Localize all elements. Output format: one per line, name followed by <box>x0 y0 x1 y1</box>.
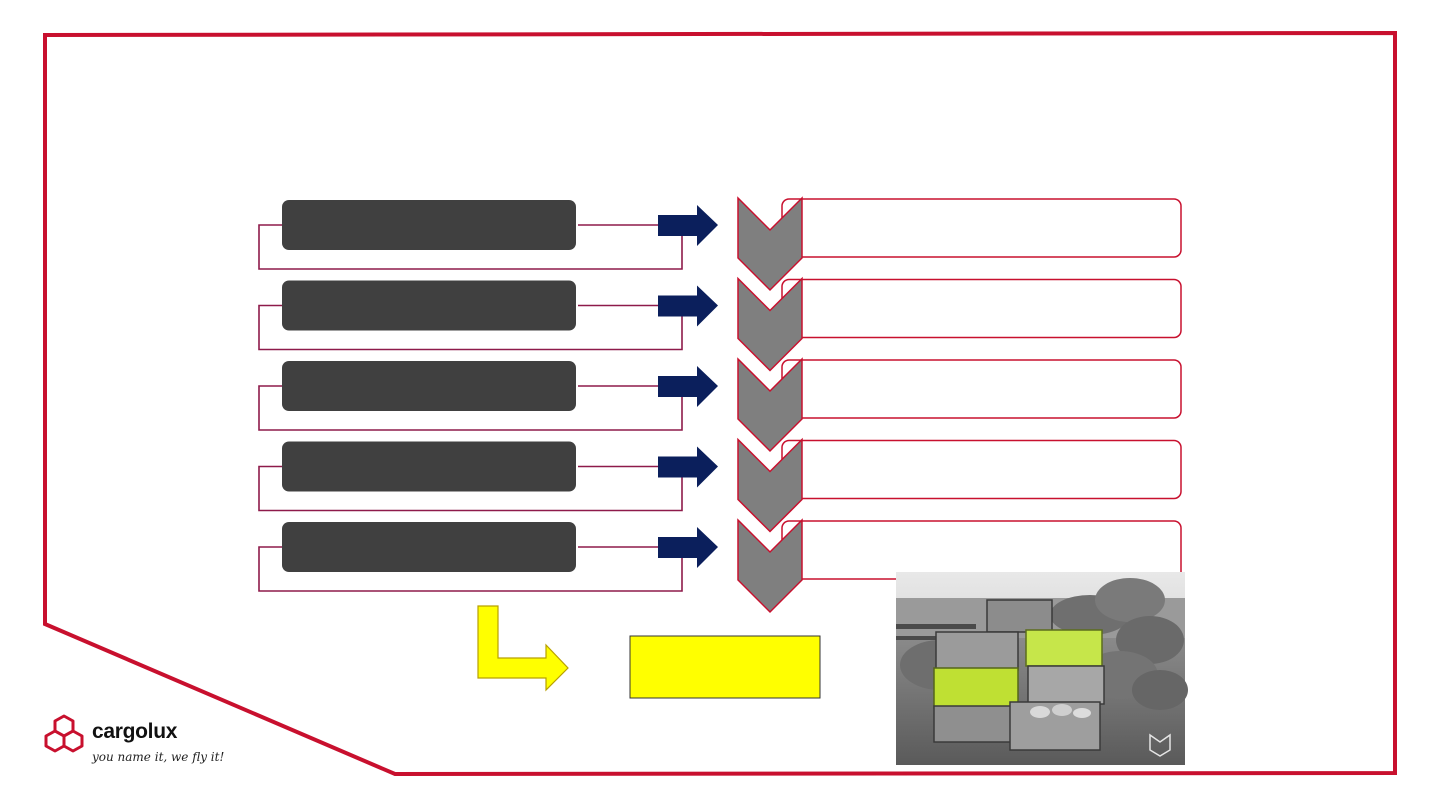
right-arrow-icon <box>658 366 718 407</box>
elbow-arrow-icon <box>477 605 569 692</box>
row-2-left-box <box>282 280 576 331</box>
cargolux-logo: cargolux you name it, we fly it! <box>42 712 242 772</box>
row-5-left-box <box>282 522 576 572</box>
crate-photo-image <box>896 572 1188 765</box>
row-3-left-box <box>282 361 576 411</box>
chevron-down-icon <box>737 196 803 292</box>
row-3-right-box <box>781 359 1182 419</box>
right-arrow-icon <box>658 527 718 568</box>
slide-frame <box>43 30 1397 777</box>
row-1-right-box <box>781 198 1182 258</box>
cube-cluster-logo-icon <box>44 714 84 753</box>
row-5-right-box <box>781 520 1182 580</box>
brand-tagline: you name it, we fly it! <box>92 750 225 764</box>
right-arrow-icon <box>658 285 718 327</box>
row-1-left-box <box>282 200 576 250</box>
brand-name: cargolux <box>92 720 178 743</box>
outcome-box <box>629 635 821 699</box>
row-2-right-box <box>781 278 1182 339</box>
right-arrow-icon <box>658 446 718 488</box>
chevron-down-icon <box>737 518 803 614</box>
right-arrow-icon <box>658 205 718 246</box>
chevron-down-icon <box>737 437 803 533</box>
row-4-right-box <box>781 439 1182 500</box>
row-4-left-box <box>282 441 576 492</box>
process-rows <box>258 196 1182 614</box>
chevron-down-icon <box>737 276 803 372</box>
chevron-down-icon <box>737 357 803 453</box>
